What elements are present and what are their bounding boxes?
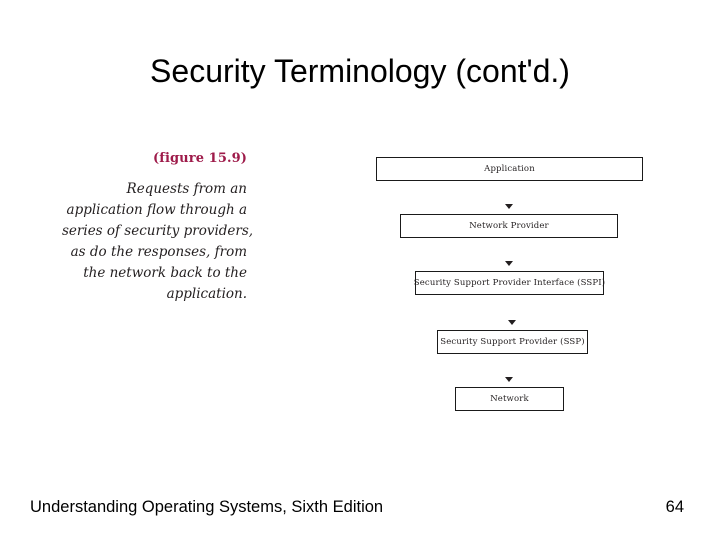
down-arrow-icon xyxy=(508,320,516,325)
page-title: Security Terminology (cont'd.) xyxy=(150,53,570,89)
caption-line: as do the responses, from xyxy=(70,244,247,260)
down-arrow-icon xyxy=(505,204,513,209)
figure-caption: (figure 15.9) Requests from an applicati… xyxy=(62,150,254,305)
caption-line: Requests from an xyxy=(126,181,247,197)
caption-line: application flow through a xyxy=(66,202,247,218)
flow-node-ssp: Security Support Provider (SSP) xyxy=(437,330,588,354)
flow-node-label: Network Provider xyxy=(469,221,549,231)
down-arrow-icon xyxy=(505,261,513,266)
flow-node-application: Application xyxy=(376,157,643,181)
footer-source-text: Understanding Operating Systems, Sixth E… xyxy=(30,498,384,516)
caption-line: series of security providers, xyxy=(62,223,254,239)
flow-node-sspi: Security Support Provider Interface (SSP… xyxy=(413,271,606,295)
flow-node-network: Network xyxy=(455,387,564,411)
figure-number-label: (figure 15.9) xyxy=(153,151,247,166)
down-arrow-icon xyxy=(505,377,513,382)
security-provider-flow-diagram: Application Network Provider Security Su… xyxy=(360,150,660,425)
caption-line: the network back to the xyxy=(83,265,247,281)
flow-node-label: Security Support Provider Interface (SSP… xyxy=(413,278,606,288)
figure-caption-text: Requests from an application flow throug… xyxy=(62,179,254,305)
flow-node-label: Network xyxy=(490,394,529,404)
flow-node-network-provider: Network Provider xyxy=(400,214,618,238)
caption-line: application. xyxy=(166,286,247,302)
flow-node-label: Security Support Provider (SSP) xyxy=(440,337,585,347)
footer-page-number: 64 xyxy=(665,498,684,516)
flow-node-label: Application xyxy=(484,164,535,174)
